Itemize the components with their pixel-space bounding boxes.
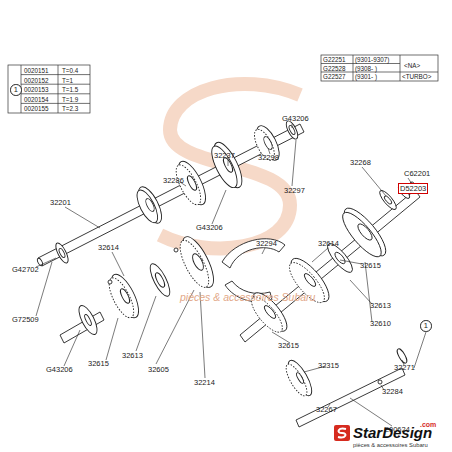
- table-cell: T=1.9: [62, 97, 78, 103]
- gear-stack-right: [240, 181, 420, 342]
- callout-number: 32201: [50, 199, 71, 207]
- callout-number: 32615: [88, 360, 109, 368]
- highlighted-part-number: D52203: [398, 183, 428, 194]
- logo-mark: [334, 425, 350, 441]
- table-cell: G22528: [323, 66, 345, 72]
- logo-text: pièces & accessoires Subaru: [353, 443, 428, 449]
- table-cell: (9308- ): [355, 66, 377, 72]
- callout-number: 32297: [284, 187, 305, 195]
- table-cell: <TURBO>: [402, 74, 431, 80]
- callout-number: 32610: [370, 320, 391, 328]
- callout-number: 32298: [258, 154, 279, 162]
- table-cell: 0020153: [24, 87, 49, 93]
- table-cell: (9301- ): [355, 74, 377, 80]
- leader-lines: [36, 124, 426, 426]
- node-text: 1: [14, 86, 18, 94]
- callout-number: G43206: [196, 224, 223, 232]
- node-text: 1: [424, 322, 428, 330]
- reverse-idler: [281, 348, 408, 427]
- callout-number: C62201: [404, 170, 430, 178]
- callout-number: 32237: [214, 152, 235, 160]
- table-cell: T=2.3: [62, 106, 78, 112]
- callout-number: 32284: [382, 388, 403, 396]
- node-text: D52203: [400, 185, 426, 193]
- shim-table: [8, 65, 90, 113]
- callout-number: 32294: [256, 240, 277, 248]
- callout-number: 32615: [360, 262, 381, 270]
- watermark-logo: [160, 84, 300, 248]
- table-cell: (9301-9307): [355, 57, 389, 63]
- callout-number: 32267: [316, 406, 337, 414]
- table-cell: 0020152: [24, 78, 49, 84]
- callout-number: G42702: [12, 266, 39, 274]
- application-table: [321, 55, 438, 81]
- callout-number: G43206: [282, 115, 309, 123]
- table-cell: 0020151: [24, 68, 49, 74]
- gear-stack-left: [60, 233, 220, 343]
- table-cell: T=1.5: [62, 87, 78, 93]
- callout-number: 32605: [148, 366, 169, 374]
- main-shaft: [36, 124, 304, 266]
- callout-number: 32271: [394, 364, 415, 372]
- table-cell: 0020155: [24, 106, 49, 112]
- callout-number: G72509: [12, 316, 39, 324]
- circled-reference: 1: [10, 84, 22, 96]
- callout-number: 32214: [194, 379, 215, 387]
- table-cell: T=1: [62, 78, 73, 84]
- table-cell: G22251: [323, 57, 345, 63]
- callout-number: 32614: [98, 244, 119, 252]
- table-cell: G22527: [323, 74, 345, 80]
- table-cell: T=0.4: [62, 68, 78, 74]
- callout-number: 32614: [318, 240, 339, 248]
- callout-number: 32315: [318, 362, 339, 370]
- callout-number: 32286: [163, 177, 184, 185]
- gear-stack-upper: [53, 119, 300, 264]
- callout-number: 32268: [350, 159, 371, 167]
- table-cell: <NA>: [404, 63, 420, 69]
- logo-text: .com: [420, 421, 436, 428]
- callout-number: G43206: [46, 366, 73, 374]
- watermark-text: pièces & accessoires Subaru: [180, 292, 315, 303]
- circled-reference: 1: [420, 320, 432, 332]
- callout-number: 32613: [370, 302, 391, 310]
- callout-number: 32613: [122, 352, 143, 360]
- callout-number: 32615: [278, 342, 299, 350]
- table-cell: 0020154: [24, 97, 49, 103]
